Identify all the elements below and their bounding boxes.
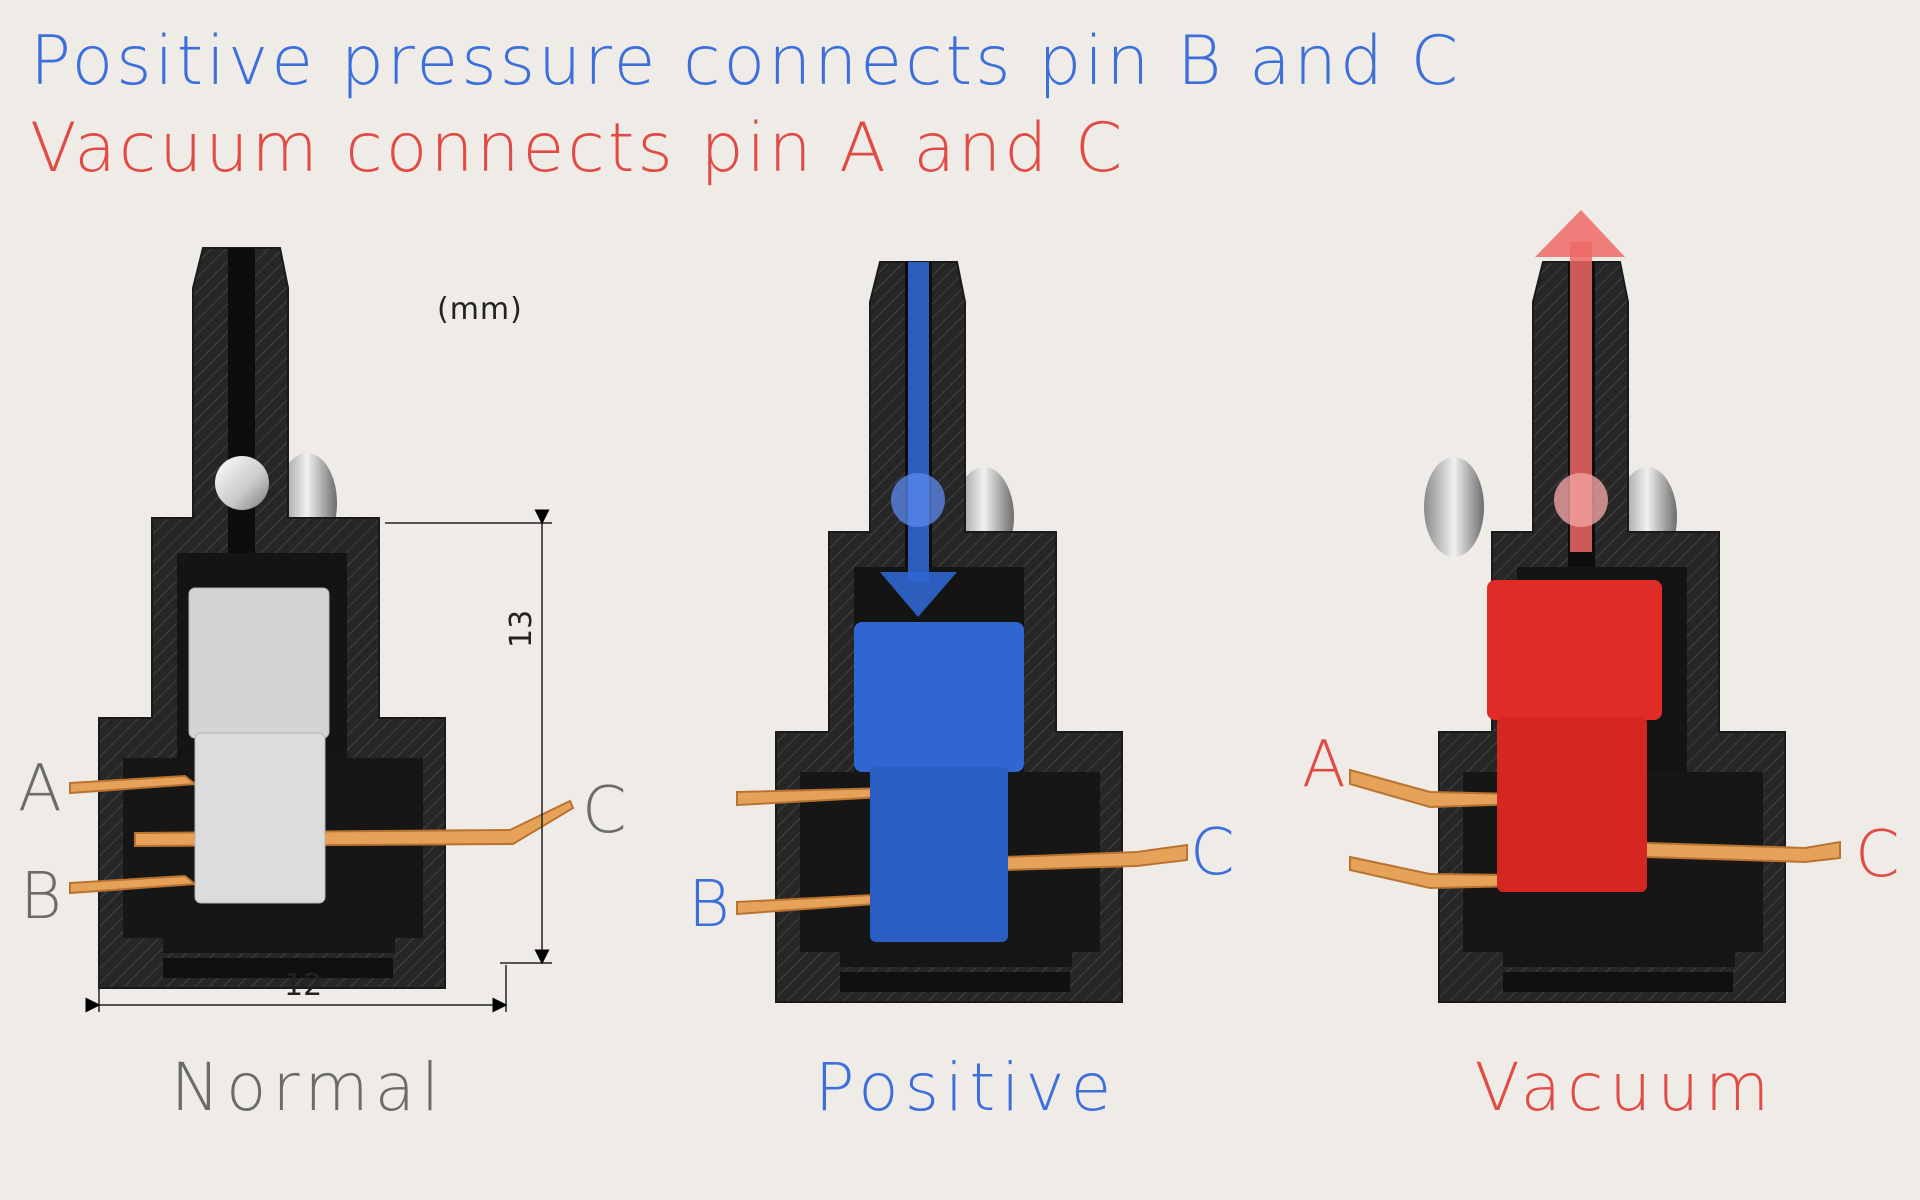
piston-positive bbox=[854, 622, 1024, 772]
flow-arrow-positive bbox=[908, 262, 929, 582]
pin-a-label-normal: A bbox=[18, 752, 62, 826]
switch-vacuum bbox=[1349, 210, 1841, 1003]
piston-normal bbox=[188, 587, 330, 739]
ball-valve-normal bbox=[215, 456, 269, 510]
pin-c-label-positive: C bbox=[1190, 816, 1235, 890]
switch-normal bbox=[69, 247, 575, 989]
switch-positive bbox=[736, 261, 1188, 1003]
title-positive-pressure: Positive pressure connects pin B and C bbox=[30, 22, 1462, 101]
caption-normal: Normal bbox=[170, 1049, 446, 1126]
title-vacuum: Vacuum connects pin A and C bbox=[30, 109, 1126, 188]
units-note: (mm) bbox=[437, 292, 523, 327]
dimension-width-label: 12 bbox=[284, 968, 323, 1003]
piston-vacuum bbox=[1487, 580, 1662, 720]
dimension-lines bbox=[85, 509, 552, 1013]
pin-b-label-positive: B bbox=[688, 868, 730, 942]
dimension-height-label: 13 bbox=[504, 609, 539, 648]
pin-b-label-normal: B bbox=[20, 860, 62, 934]
pin-c-label-vacuum: C bbox=[1855, 818, 1900, 892]
pin-c-label-normal: C bbox=[582, 774, 627, 848]
caption-positive: Positive bbox=[814, 1049, 1118, 1126]
caption-vacuum: Vacuum bbox=[1474, 1049, 1776, 1126]
pin-a-label-vacuum: A bbox=[1302, 728, 1346, 802]
